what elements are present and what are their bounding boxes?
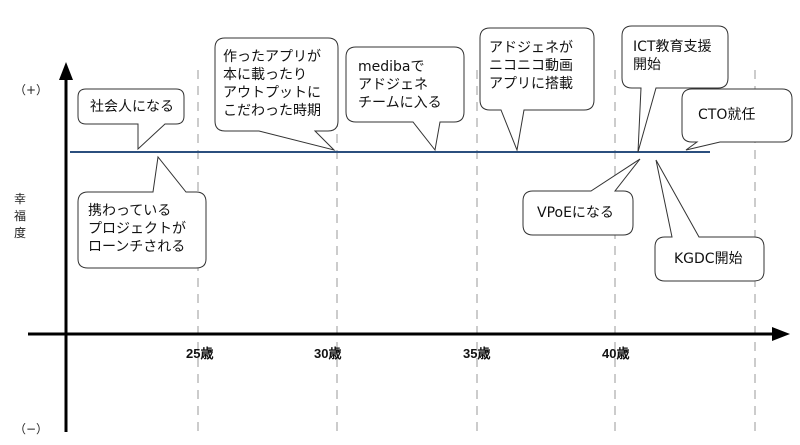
event-launch-text: 携わっている プロジェクトが ローンチされる [88,203,186,255]
callout-launch [77,155,207,269]
x-tick-40: 40歳 [602,346,630,361]
event-cto-text: CTO就任 [698,107,756,123]
event-ict-text: ICT教育支援 開始 [633,39,712,73]
callout-ict [621,25,729,153]
event-shakaijin-text: 社会人になる [90,99,174,115]
x-tick-30: 30歳 [314,346,342,361]
callout-niconico [479,27,595,152]
callout-vpoe [522,158,641,236]
y-axis-plus-label: （+） [14,83,49,97]
y-axis-title: 幸 福 度 [14,191,26,242]
callout-app-book [214,37,339,151]
event-mediba-text: medibaで アドジェネ チームに入る [358,59,442,111]
y-axis-title-char: 幸 [14,192,27,206]
y-axis-title-char: 福 [14,209,27,223]
event-kgdc-text: KGDC開始 [674,251,743,267]
event-vpoe-text: VPoEになる [537,205,614,221]
event-niconico-text: アドジェネが ニコニコ動画 アプリに搭載 [489,40,573,92]
x-axis-arrow-icon [772,327,790,341]
x-tick-35: 35歳 [463,346,491,361]
callout-shakaijin [77,88,185,151]
x-tick-25: 25歳 [186,346,214,361]
y-axis-arrow-icon [59,62,73,80]
callout-kgdc [654,159,765,282]
event-app-book-text: 作ったアプリが 本に載ったり アウトプットに こだわった時期 [223,49,321,119]
y-axis-title-char: 度 [14,226,27,240]
callout-cto [681,88,793,151]
y-axis-minus-label: （−） [14,422,49,436]
callout-mediba [345,46,465,152]
